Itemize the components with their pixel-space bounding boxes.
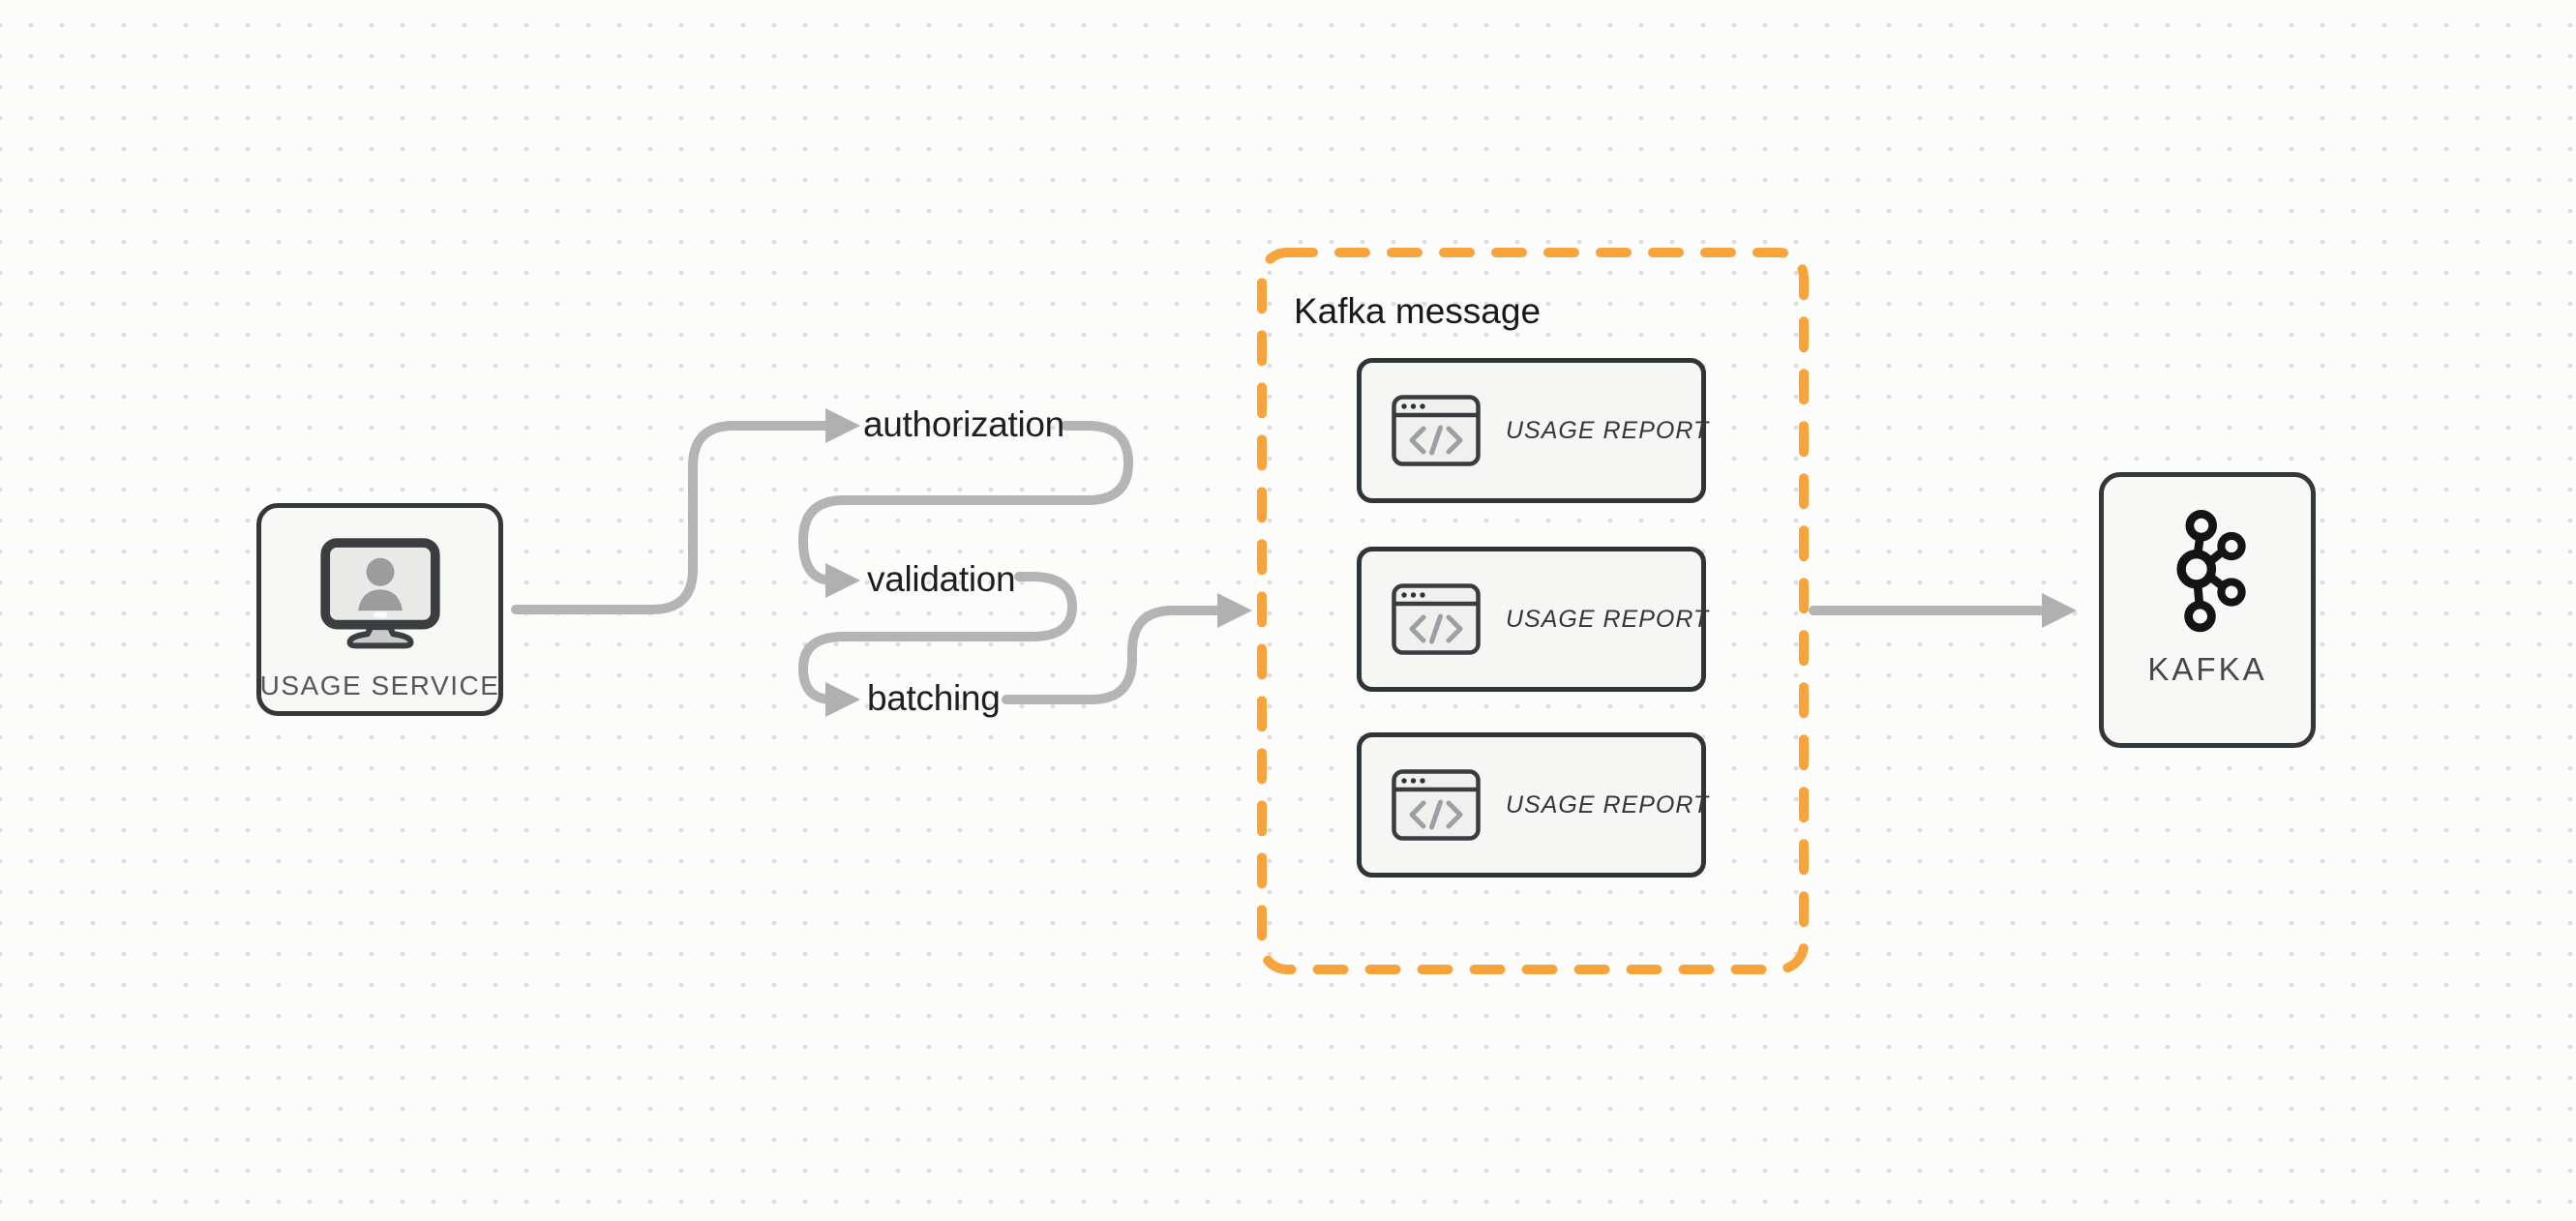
step-validation-label[interactable]: validation bbox=[867, 559, 1016, 600]
usage-report-label: USAGE REPORT bbox=[1506, 605, 1710, 633]
code-window-icon bbox=[1392, 395, 1481, 466]
arrowhead-kafka-message bbox=[1217, 593, 1252, 628]
kafka-label: KAFKA bbox=[2147, 651, 2267, 687]
step-batching-label[interactable]: batching bbox=[867, 678, 1001, 719]
connector-usage-to-authorization bbox=[511, 421, 831, 614]
usage-service-label: USAGE SERVICE bbox=[259, 670, 500, 700]
usage-report-label: USAGE REPORT bbox=[1506, 416, 1710, 444]
usage-service-node[interactable]: USAGE SERVICE bbox=[256, 503, 503, 716]
usage-report-card[interactable]: USAGE REPORT bbox=[1357, 358, 1723, 520]
arrowhead-authorization bbox=[825, 408, 860, 443]
kafka-node[interactable]: KAFKA bbox=[2099, 472, 2316, 748]
connector-batching-to-kafka-message bbox=[1002, 606, 1222, 704]
usage-report-label: USAGE REPORT bbox=[1506, 790, 1710, 819]
kafka-message-group-title[interactable]: Kafka message bbox=[1294, 291, 1542, 331]
usage-report-card[interactable]: USAGE REPORT bbox=[1357, 547, 1723, 708]
step-authorization-label[interactable]: authorization bbox=[863, 404, 1064, 445]
arrowhead-batching bbox=[825, 682, 860, 717]
arrowhead-kafka bbox=[2042, 593, 2077, 628]
code-window-icon bbox=[1392, 769, 1481, 841]
arrowhead-validation bbox=[825, 563, 860, 598]
usage-report-card[interactable]: USAGE REPORT bbox=[1357, 732, 1723, 894]
code-window-icon bbox=[1392, 583, 1481, 655]
monitor-user-icon bbox=[319, 538, 440, 649]
kafka-logo-icon bbox=[2176, 510, 2246, 633]
connector-authorization-to-validation bbox=[798, 421, 1133, 585]
